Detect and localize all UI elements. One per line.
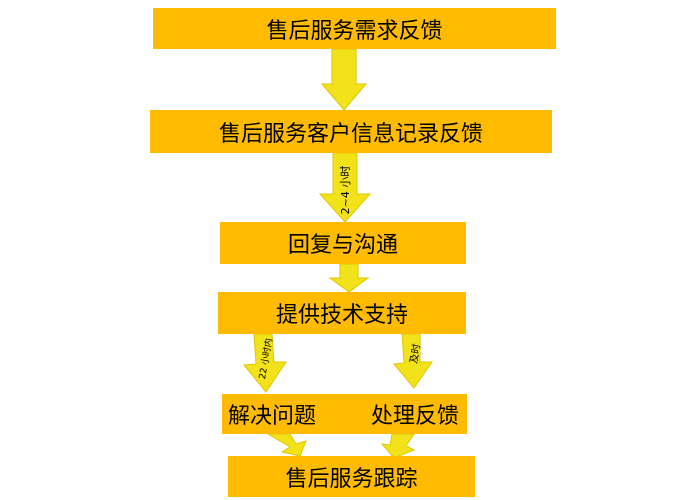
step-customer-record: 售后服务客户信息记录反馈 (150, 110, 552, 153)
step-demand-feedback: 售后服务需求反馈 (153, 8, 556, 49)
step-support-label: 提供技术支持 (275, 303, 408, 328)
arrow-label-support-to-handle: 及时 (408, 343, 424, 365)
step-handle-label: 处理反馈 (370, 404, 459, 429)
arrow-handle-to-tracking (380, 433, 416, 459)
step-solve-label: 解决问题 (228, 404, 317, 429)
step-solve-handle: 解决问题 处理反馈 (222, 394, 467, 434)
step-demand-feedback-label: 售后服务需求反馈 (266, 18, 443, 44)
step-tracking-label: 售后服务跟踪 (285, 466, 418, 492)
arrow-label-record-to-reply: 2~4 小时 (339, 165, 352, 215)
step-reply-label: 回复与沟通 (287, 233, 398, 258)
arrow-label-support-to-solve: 22 小时内 (257, 337, 275, 380)
arrow-reply-to-support (328, 263, 370, 293)
step-tracking: 售后服务跟踪 (228, 456, 475, 497)
arrow-demand-to-record (320, 48, 368, 111)
arrow-solve-to-tracking (266, 433, 307, 457)
step-customer-record-label: 售后服务客户信息记录反馈 (218, 121, 483, 147)
step-support: 提供技术支持 (218, 292, 466, 334)
step-reply: 回复与沟通 (220, 222, 466, 264)
